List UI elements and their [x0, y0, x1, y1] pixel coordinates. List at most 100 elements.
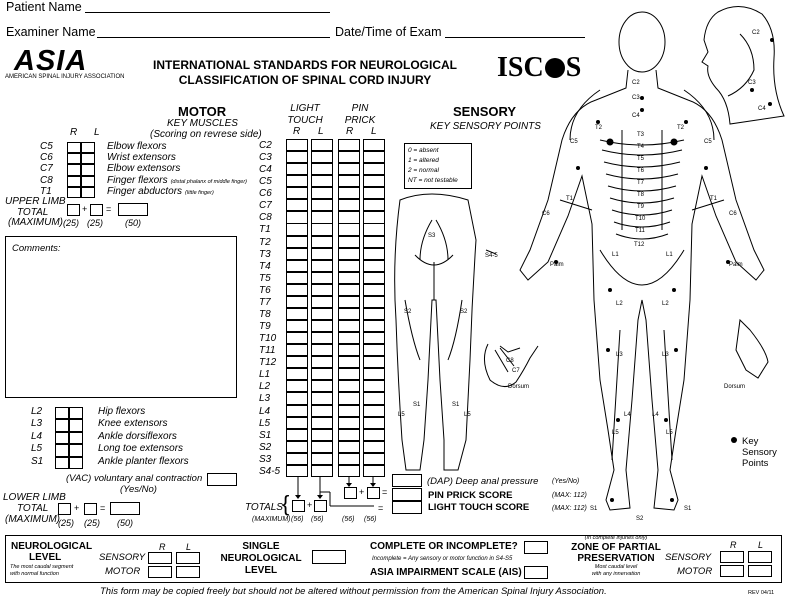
light-touch-box-l[interactable]: [311, 283, 333, 296]
pin-prick-box-l[interactable]: [363, 223, 385, 236]
complete-incomplete-box[interactable]: [524, 541, 548, 554]
pin-prick-box-l[interactable]: [363, 452, 385, 465]
pin-prick-box-r[interactable]: [338, 187, 360, 200]
motor-score-box-r[interactable]: [67, 175, 81, 187]
pin-prick-box-l[interactable]: [363, 163, 385, 176]
light-touch-box-l[interactable]: [311, 452, 333, 465]
zpp-sensory-r-box[interactable]: [720, 551, 744, 563]
light-touch-box-r[interactable]: [286, 271, 308, 284]
motor-score-box-r[interactable]: [55, 444, 69, 457]
light-touch-box-r[interactable]: [286, 175, 308, 188]
pin-prick-box-r[interactable]: [338, 392, 360, 405]
pin-prick-box-l[interactable]: [363, 199, 385, 212]
pin-prick-box-r[interactable]: [338, 283, 360, 296]
pin-prick-box-r[interactable]: [338, 271, 360, 284]
light-touch-box-r[interactable]: [286, 211, 308, 224]
nl-motor-l-box[interactable]: [176, 566, 200, 578]
lower-total-l-box[interactable]: [84, 503, 97, 515]
vac-box[interactable]: [207, 473, 237, 486]
light-touch-box-l[interactable]: [311, 271, 333, 284]
light-touch-box-r[interactable]: [286, 356, 308, 369]
pin-prick-box-l[interactable]: [363, 464, 385, 477]
motor-score-box-l[interactable]: [69, 419, 83, 432]
pin-prick-box-l[interactable]: [363, 139, 385, 152]
pin-prick-box-l[interactable]: [363, 259, 385, 272]
light-touch-box-r[interactable]: [286, 235, 308, 248]
light-touch-box-l[interactable]: [311, 440, 333, 453]
pin-prick-box-l[interactable]: [363, 320, 385, 333]
zpp-motor-l-box[interactable]: [748, 565, 772, 577]
light-touch-box-l[interactable]: [311, 356, 333, 369]
pin-prick-box-r[interactable]: [338, 295, 360, 308]
pin-prick-box-r[interactable]: [338, 440, 360, 453]
pin-prick-box-l[interactable]: [363, 440, 385, 453]
nl-sensory-r-box[interactable]: [148, 552, 172, 564]
light-touch-box-l[interactable]: [311, 151, 333, 164]
motor-score-box-l[interactable]: [81, 142, 95, 154]
pin-prick-box-r[interactable]: [338, 247, 360, 260]
motor-score-box-l[interactable]: [69, 431, 83, 445]
pin-prick-box-l[interactable]: [363, 211, 385, 224]
pin-prick-box-r[interactable]: [338, 344, 360, 357]
pin-prick-box-l[interactable]: [363, 356, 385, 369]
pin-prick-box-r[interactable]: [338, 320, 360, 333]
light-touch-box-l[interactable]: [311, 380, 333, 393]
light-touch-box-r[interactable]: [286, 151, 308, 164]
pin-prick-box-l[interactable]: [363, 368, 385, 381]
light-touch-box-l[interactable]: [311, 295, 333, 308]
light-touch-box-l[interactable]: [311, 199, 333, 212]
lt-total-l-box[interactable]: [314, 500, 327, 512]
light-touch-box-r[interactable]: [286, 307, 308, 321]
pin-prick-box-r[interactable]: [338, 235, 360, 248]
light-touch-box-l[interactable]: [311, 211, 333, 224]
light-touch-box-l[interactable]: [311, 320, 333, 333]
light-touch-box-r[interactable]: [286, 452, 308, 465]
motor-score-box-r[interactable]: [55, 456, 69, 469]
light-touch-box-r[interactable]: [286, 259, 308, 272]
pin-prick-box-r[interactable]: [338, 356, 360, 369]
pin-prick-box-l[interactable]: [363, 428, 385, 441]
pin-prick-box-l[interactable]: [363, 416, 385, 429]
pin-prick-box-l[interactable]: [363, 295, 385, 308]
lower-total-box[interactable]: [110, 502, 140, 515]
pin-prick-box-l[interactable]: [363, 271, 385, 284]
pin-prick-box-l[interactable]: [363, 247, 385, 260]
nl-motor-r-box[interactable]: [148, 566, 172, 578]
patient-name-field[interactable]: [85, 12, 330, 13]
light-touch-box-r[interactable]: [286, 332, 308, 345]
pin-prick-box-l[interactable]: [363, 235, 385, 248]
light-touch-box-l[interactable]: [311, 332, 333, 345]
pin-prick-box-r[interactable]: [338, 307, 360, 321]
light-touch-box-l[interactable]: [311, 163, 333, 176]
pp-total-l-box[interactable]: [367, 487, 380, 499]
date-time-field[interactable]: [445, 37, 585, 38]
motor-score-box-l[interactable]: [69, 407, 83, 420]
light-touch-box-l[interactable]: [311, 404, 333, 417]
pin-prick-box-r[interactable]: [338, 464, 360, 477]
pin-prick-box-r[interactable]: [338, 223, 360, 236]
light-touch-box-r[interactable]: [286, 404, 308, 417]
pin-prick-box-l[interactable]: [363, 175, 385, 188]
light-touch-box-r[interactable]: [286, 139, 308, 152]
light-touch-box-l[interactable]: [311, 464, 333, 477]
light-touch-box-r[interactable]: [286, 416, 308, 429]
light-touch-box-r[interactable]: [286, 440, 308, 453]
upper-total-l-box[interactable]: [90, 204, 103, 216]
pin-prick-box-r[interactable]: [338, 416, 360, 429]
motor-score-box-l[interactable]: [81, 175, 95, 187]
pin-prick-box-l[interactable]: [363, 283, 385, 296]
upper-total-box[interactable]: [118, 203, 148, 216]
motor-score-box-l[interactable]: [81, 153, 95, 165]
dap-box[interactable]: [392, 474, 422, 487]
pin-prick-box-r[interactable]: [338, 139, 360, 152]
light-touch-box-l[interactable]: [311, 392, 333, 405]
pin-prick-box-r[interactable]: [338, 380, 360, 393]
pin-prick-box-r[interactable]: [338, 452, 360, 465]
upper-total-r-box[interactable]: [67, 204, 80, 216]
pin-prick-box-r[interactable]: [338, 175, 360, 188]
pin-prick-box-l[interactable]: [363, 151, 385, 164]
lower-total-r-box[interactable]: [58, 503, 71, 515]
motor-score-box-r[interactable]: [67, 153, 81, 165]
pin-prick-score-box[interactable]: [392, 488, 422, 501]
pin-prick-box-r[interactable]: [338, 404, 360, 417]
